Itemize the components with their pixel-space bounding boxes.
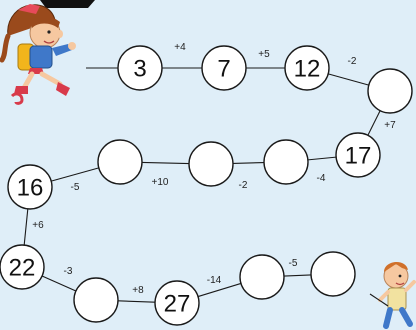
circle-value: 22 [9,255,36,282]
operation-label: -5 [289,258,298,269]
circle-outline [0,244,45,290]
operation-label: -4 [317,173,326,184]
circle-outline [117,45,163,91]
blank-number-circle[interactable] [263,139,309,185]
blank-number-circle[interactable] [367,68,413,114]
circle-outline [263,139,309,185]
circle-outline [335,132,381,178]
number-circle: 12 [284,45,330,91]
operation-label: -5 [71,182,80,193]
circle-value: 27 [164,291,191,318]
operation-label: +7 [384,120,396,131]
path-line [51,167,99,182]
corner-decoration [40,0,95,8]
circle-value: 17 [345,143,372,170]
circle-outline [284,45,330,91]
circle-value: 16 [17,175,44,202]
circle-value: 7 [217,56,230,83]
path-line [41,275,77,292]
number-circle: 27 [154,280,200,326]
blank-number-circle[interactable] [188,141,234,187]
boy-running-icon [369,261,416,329]
operation-labels: +4 +5 -2 +7 -4 -2 +10 -5 +6 -3 +8 -14 -5 [32,42,396,296]
circle-outline [239,254,285,300]
circle-outline [7,164,53,210]
path-line [328,73,369,86]
circle-value: 12 [294,56,321,83]
operation-label: +5 [258,49,270,60]
path-line [197,282,242,298]
number-circles: 3 7 12 17 16 22 27 [0,45,413,326]
number-circle: 22 [0,244,45,290]
number-circle: 16 [7,164,53,210]
operation-label: -14 [207,275,222,286]
operation-label: +6 [32,220,44,231]
blank-number-circle[interactable] [310,251,356,297]
circle-outline [201,45,247,91]
blank-number-circle[interactable] [73,277,119,323]
circle-outline [97,139,143,185]
circle-outline [73,277,119,323]
operation-label: -2 [239,180,248,191]
operation-label: +8 [132,285,144,296]
operation-label: +10 [152,177,169,188]
operation-label: -3 [64,266,73,277]
operation-label: -2 [348,56,357,67]
number-circle: 17 [335,132,381,178]
path-lines [23,67,381,303]
path-line [367,110,381,136]
path-line [283,274,312,277]
circle-outline [188,141,234,187]
number-circle: 7 [201,45,247,91]
operation-label: +4 [174,42,186,53]
circle-value: 3 [133,56,146,83]
circle-outline [310,251,356,297]
blank-number-circle[interactable] [239,254,285,300]
path-line [117,300,156,303]
number-circle: 3 [117,45,163,91]
circle-outline [154,280,200,326]
girl-with-backpack-icon [0,4,76,105]
path-line [141,161,190,165]
path-line [232,162,265,164]
path-line [307,156,337,161]
blank-number-circle[interactable] [97,139,143,185]
circle-outline [367,68,413,114]
path-line [23,208,29,246]
